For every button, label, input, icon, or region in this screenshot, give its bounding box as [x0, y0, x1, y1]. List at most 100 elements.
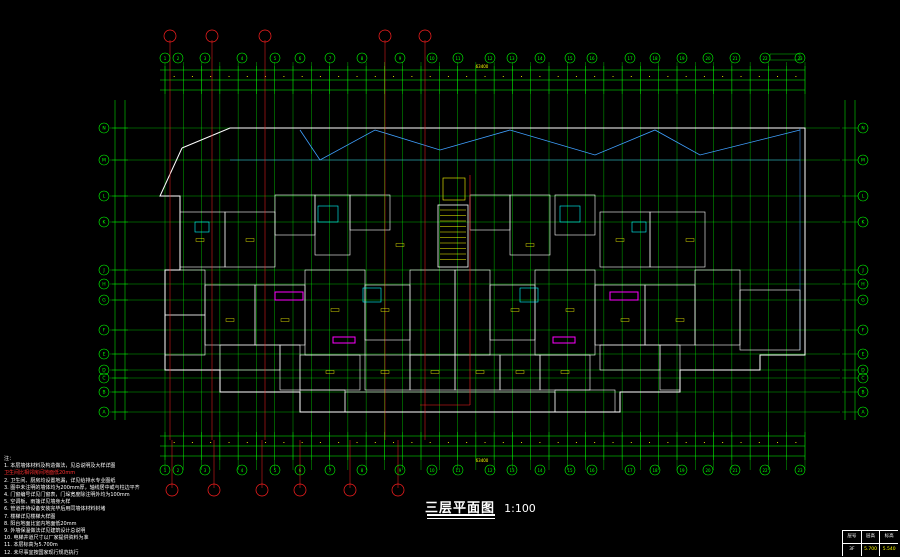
room-text-mark [675, 318, 685, 322]
axis-bubble-bottom [484, 464, 496, 476]
room-tag [274, 291, 304, 301]
section-bubble [258, 29, 272, 43]
axis-bubble-label: 22 [762, 468, 768, 473]
dim-mark: • [521, 441, 523, 445]
axis-bubble-label: 22 [762, 56, 768, 61]
drawing-title-text: 三层平面图 [425, 501, 496, 516]
fixture [631, 221, 647, 233]
axis-bubble-label: A [102, 410, 106, 416]
room-partition [299, 389, 346, 413]
dim-mark: • [210, 75, 212, 79]
axis-bubble-bottom [702, 464, 714, 476]
room-partitions [164, 194, 801, 413]
axis-bubble-bottom [159, 464, 171, 476]
axis-bubble-top [586, 52, 598, 64]
room-text-mark [515, 370, 525, 374]
axis-bubble-label: 3 [204, 468, 207, 473]
room-partition [539, 354, 591, 391]
axis-bubble-label: 7 [329, 468, 332, 473]
room-partition [219, 344, 281, 371]
roof-zigzag [299, 129, 801, 161]
axis-bubble-right [857, 348, 869, 360]
dim-mark: • [575, 75, 577, 79]
fixture [194, 221, 210, 233]
axis-bubble-label: 14 [537, 468, 543, 473]
axis-bubble-label: G [861, 298, 865, 304]
axis-bubble-bottom [759, 464, 771, 476]
dimension-lines: ••••••••••••••••••••••••••••••••••••••••… [112, 66, 858, 460]
note-line: 9. 外墙保温做法详见建筑设计总说明 [4, 528, 86, 535]
axis-bubble-label: 1 [164, 468, 167, 473]
axis-bubble-left [98, 406, 110, 418]
note-line: 3. 图中未注明的墙体均为200mm厚，轴线居中或与柱边平齐 [4, 484, 140, 491]
axis-bubble-bottom [506, 464, 518, 476]
axis-bubble-label: 16 [589, 468, 595, 473]
axis-bubble-bottom [294, 464, 306, 476]
dim-mark: • [594, 75, 596, 79]
dim-mark: • [228, 441, 230, 445]
axis-bubble-label: 8 [361, 468, 364, 473]
axis-bubble-label: 6 [299, 468, 302, 473]
axis-bubble-right [857, 216, 869, 228]
axis-bubble-right [857, 190, 869, 202]
axis-bubble-label: B [102, 390, 105, 396]
dim-mark: • [502, 441, 504, 445]
tb-cell: 标高 [879, 531, 898, 543]
dim-mark: • [466, 441, 468, 445]
tb-cell: 3F [842, 544, 861, 556]
section-bubble [165, 483, 179, 497]
tb-cell: 5.540 [879, 544, 898, 556]
room-partition [454, 269, 491, 356]
room-tag [552, 336, 576, 344]
axis-bubble-label: L [103, 194, 106, 200]
room-partition [454, 354, 501, 391]
dim-mark: • [685, 441, 687, 445]
dim-mark: • [594, 441, 596, 445]
title-underline [427, 514, 495, 516]
section-bubble [343, 483, 357, 497]
axis-bubble-top [452, 52, 464, 64]
room-text-mark [380, 370, 390, 374]
dim-mark: • [374, 75, 376, 79]
axis-bubble-left [98, 154, 110, 166]
axis-bubble-top [794, 52, 806, 64]
section-bubble [163, 29, 177, 43]
axis-bubble-label: A [861, 410, 865, 416]
axis-bubble-top [564, 52, 576, 64]
dim-mark: • [447, 75, 449, 79]
fixture [559, 205, 581, 223]
axis-bubble-label: 18 [652, 468, 658, 473]
dim-mark: • [466, 75, 468, 79]
axis-bubble-label: 16 [589, 56, 595, 61]
room-text-mark [525, 243, 535, 247]
room-partition [364, 354, 411, 391]
room-text-mark [685, 238, 695, 242]
room-text-mark [195, 238, 205, 242]
dim-mark: • [612, 441, 614, 445]
room-partition [554, 194, 596, 236]
axis-bubble-label: 13 [509, 56, 515, 61]
section-bubble [293, 483, 307, 497]
dim-mark: • [521, 75, 523, 79]
note-line: 5. 空调板、雨篷详见墙身大样 [4, 499, 71, 506]
notes-list: 1. 本层墙体材料及构造做法，见总说明及大样详图 卫生间比相邻房间地面低20mm… [4, 463, 294, 557]
axis-bubble-bottom [624, 464, 636, 476]
axis-grid-lines [110, 62, 840, 470]
room-partition [224, 211, 276, 268]
axis-bubble-label: K [862, 220, 866, 226]
axis-bubble-top [506, 52, 518, 64]
axis-bubble-left [98, 122, 110, 134]
axis-bubble-label: C [861, 376, 864, 382]
axis-bubble-label: 11 [455, 468, 461, 473]
dim-mark: • [411, 75, 413, 79]
dim-mark: • [283, 75, 285, 79]
room-partition [409, 269, 456, 356]
axis-bubble-right [857, 294, 869, 306]
axis-bubble-top [159, 52, 171, 64]
axis-bubble-right [857, 406, 869, 418]
dim-mark: • [283, 441, 285, 445]
axis-bubble-label: 5 [274, 468, 277, 473]
title-block: 层号 层高 标高 3F 5.700 5.540 [842, 530, 898, 556]
axis-bubble-bottom [199, 464, 211, 476]
